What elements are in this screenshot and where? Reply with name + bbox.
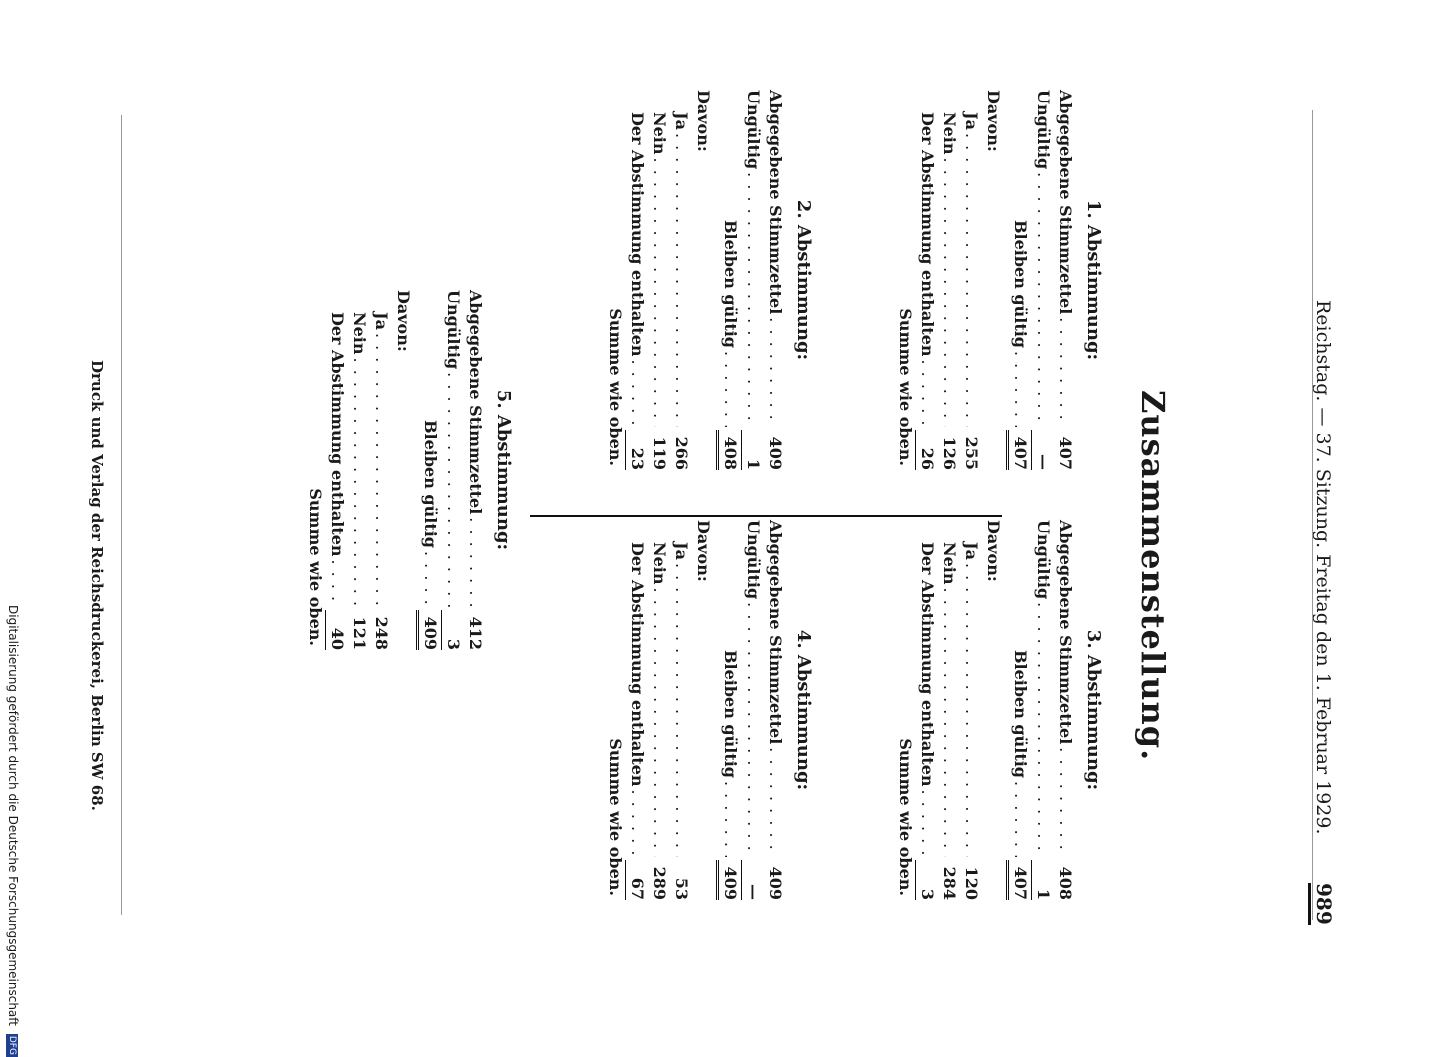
block-title: 3. Abstimmung:	[1083, 629, 1104, 791]
row-ja: Ja266	[670, 90, 692, 470]
davon-label: Davon:	[394, 290, 413, 352]
row-ja: Ja120	[960, 520, 982, 900]
header-rule	[1312, 110, 1313, 920]
row-enthalten: Der Abstimmung enthalten23	[625, 90, 648, 470]
row-abgegeben: Abgegebene Stimmzettel408	[1054, 520, 1076, 900]
row-ungueltig: Ungültig1	[1031, 520, 1054, 900]
davon-label: Davon:	[984, 520, 1003, 582]
summe-line: Summe wie oben.	[896, 738, 915, 896]
row-enthalten: Der Abstimmung enthalten67	[625, 520, 648, 900]
davon-label: Davon:	[984, 90, 1003, 152]
row-ungueltig: Ungültig—	[1031, 90, 1054, 470]
printer-footer: Druck und Verlag der Reichsdruckerei, Be…	[88, 360, 106, 811]
block-title: 1. Abstimmung:	[1083, 199, 1104, 361]
row-abgegeben: Abgegebene Stimmzettel409	[764, 90, 786, 470]
row-bleiben: Bleiben gültig408	[716, 90, 742, 470]
davon-label: Davon:	[694, 520, 713, 582]
row-nein: Nein126	[938, 90, 960, 470]
row-ungueltig: Ungültig—	[741, 520, 764, 900]
page-header: Reichstag. — 37. Sitzung. Freitag den 1.…	[1312, 300, 1334, 835]
abstimmung-block-5: 5. Abstimmung: Abgegebene Stimmzettel412…	[304, 290, 514, 650]
page-title: Zusammenstellung.	[1134, 390, 1172, 762]
row-ja: Ja53	[670, 520, 692, 900]
summe-line: Summe wie oben.	[606, 738, 625, 896]
row-enthalten: Der Abstimmung enthalten40	[325, 290, 348, 650]
row-nein: Nein289	[648, 520, 670, 900]
row-ja: Ja255	[960, 90, 982, 470]
row-ja: Ja248	[370, 290, 392, 650]
block-title: 5. Abstimmung:	[493, 389, 514, 551]
row-bleiben: Bleiben gültig409	[716, 520, 742, 900]
dfg-logo-icon: DFG	[6, 1033, 19, 1057]
row-nein: Nein119	[648, 90, 670, 470]
row-enthalten: Der Abstimmung enthalten3	[915, 520, 938, 900]
row-bleiben: Bleiben gültig407	[1006, 520, 1032, 900]
row-enthalten: Der Abstimmung enthalten26	[915, 90, 938, 470]
row-abgegeben: Abgegebene Stimmzettel412	[464, 290, 486, 650]
digitization-text: Digitalisierung gefördert durch die Deut…	[6, 605, 20, 1027]
document-page: Reichstag. — 37. Sitzung. Freitag den 1.…	[0, 0, 1434, 1000]
footer-rule	[121, 115, 122, 915]
row-abgegeben: Abgegebene Stimmzettel407	[1054, 90, 1076, 470]
summe-line: Summe wie oben.	[306, 488, 325, 646]
summe-line: Summe wie oben.	[896, 308, 915, 466]
row-abgegeben: Abgegebene Stimmzettel409	[764, 520, 786, 900]
abstimmung-block-4: 4. Abstimmung: Abgegebene Stimmzettel409…	[604, 520, 814, 900]
abstimmung-block-1: 1. Abstimmung: Abgegebene Stimmzettel407…	[894, 90, 1104, 470]
row-ungueltig: Ungültig3	[441, 290, 464, 650]
row-ungueltig: Ungültig1	[741, 90, 764, 470]
column-divider	[530, 515, 1002, 517]
abstimmung-block-2: 2. Abstimmung: Abgegebene Stimmzettel409…	[604, 90, 814, 470]
row-nein: Nein121	[348, 290, 370, 650]
davon-label: Davon:	[694, 90, 713, 152]
row-nein: Nein284	[938, 520, 960, 900]
row-bleiben: Bleiben gültig409	[416, 290, 442, 650]
abstimmung-block-3: 3. Abstimmung: Abgegebene Stimmzettel408…	[894, 520, 1104, 900]
summe-line: Summe wie oben.	[606, 308, 625, 466]
block-title: 4. Abstimmung:	[793, 629, 814, 791]
block-title: 2. Abstimmung:	[793, 199, 814, 361]
row-bleiben: Bleiben gültig407	[1006, 90, 1032, 470]
digitization-note: Digitalisierung gefördert durch die Deut…	[6, 605, 20, 1057]
